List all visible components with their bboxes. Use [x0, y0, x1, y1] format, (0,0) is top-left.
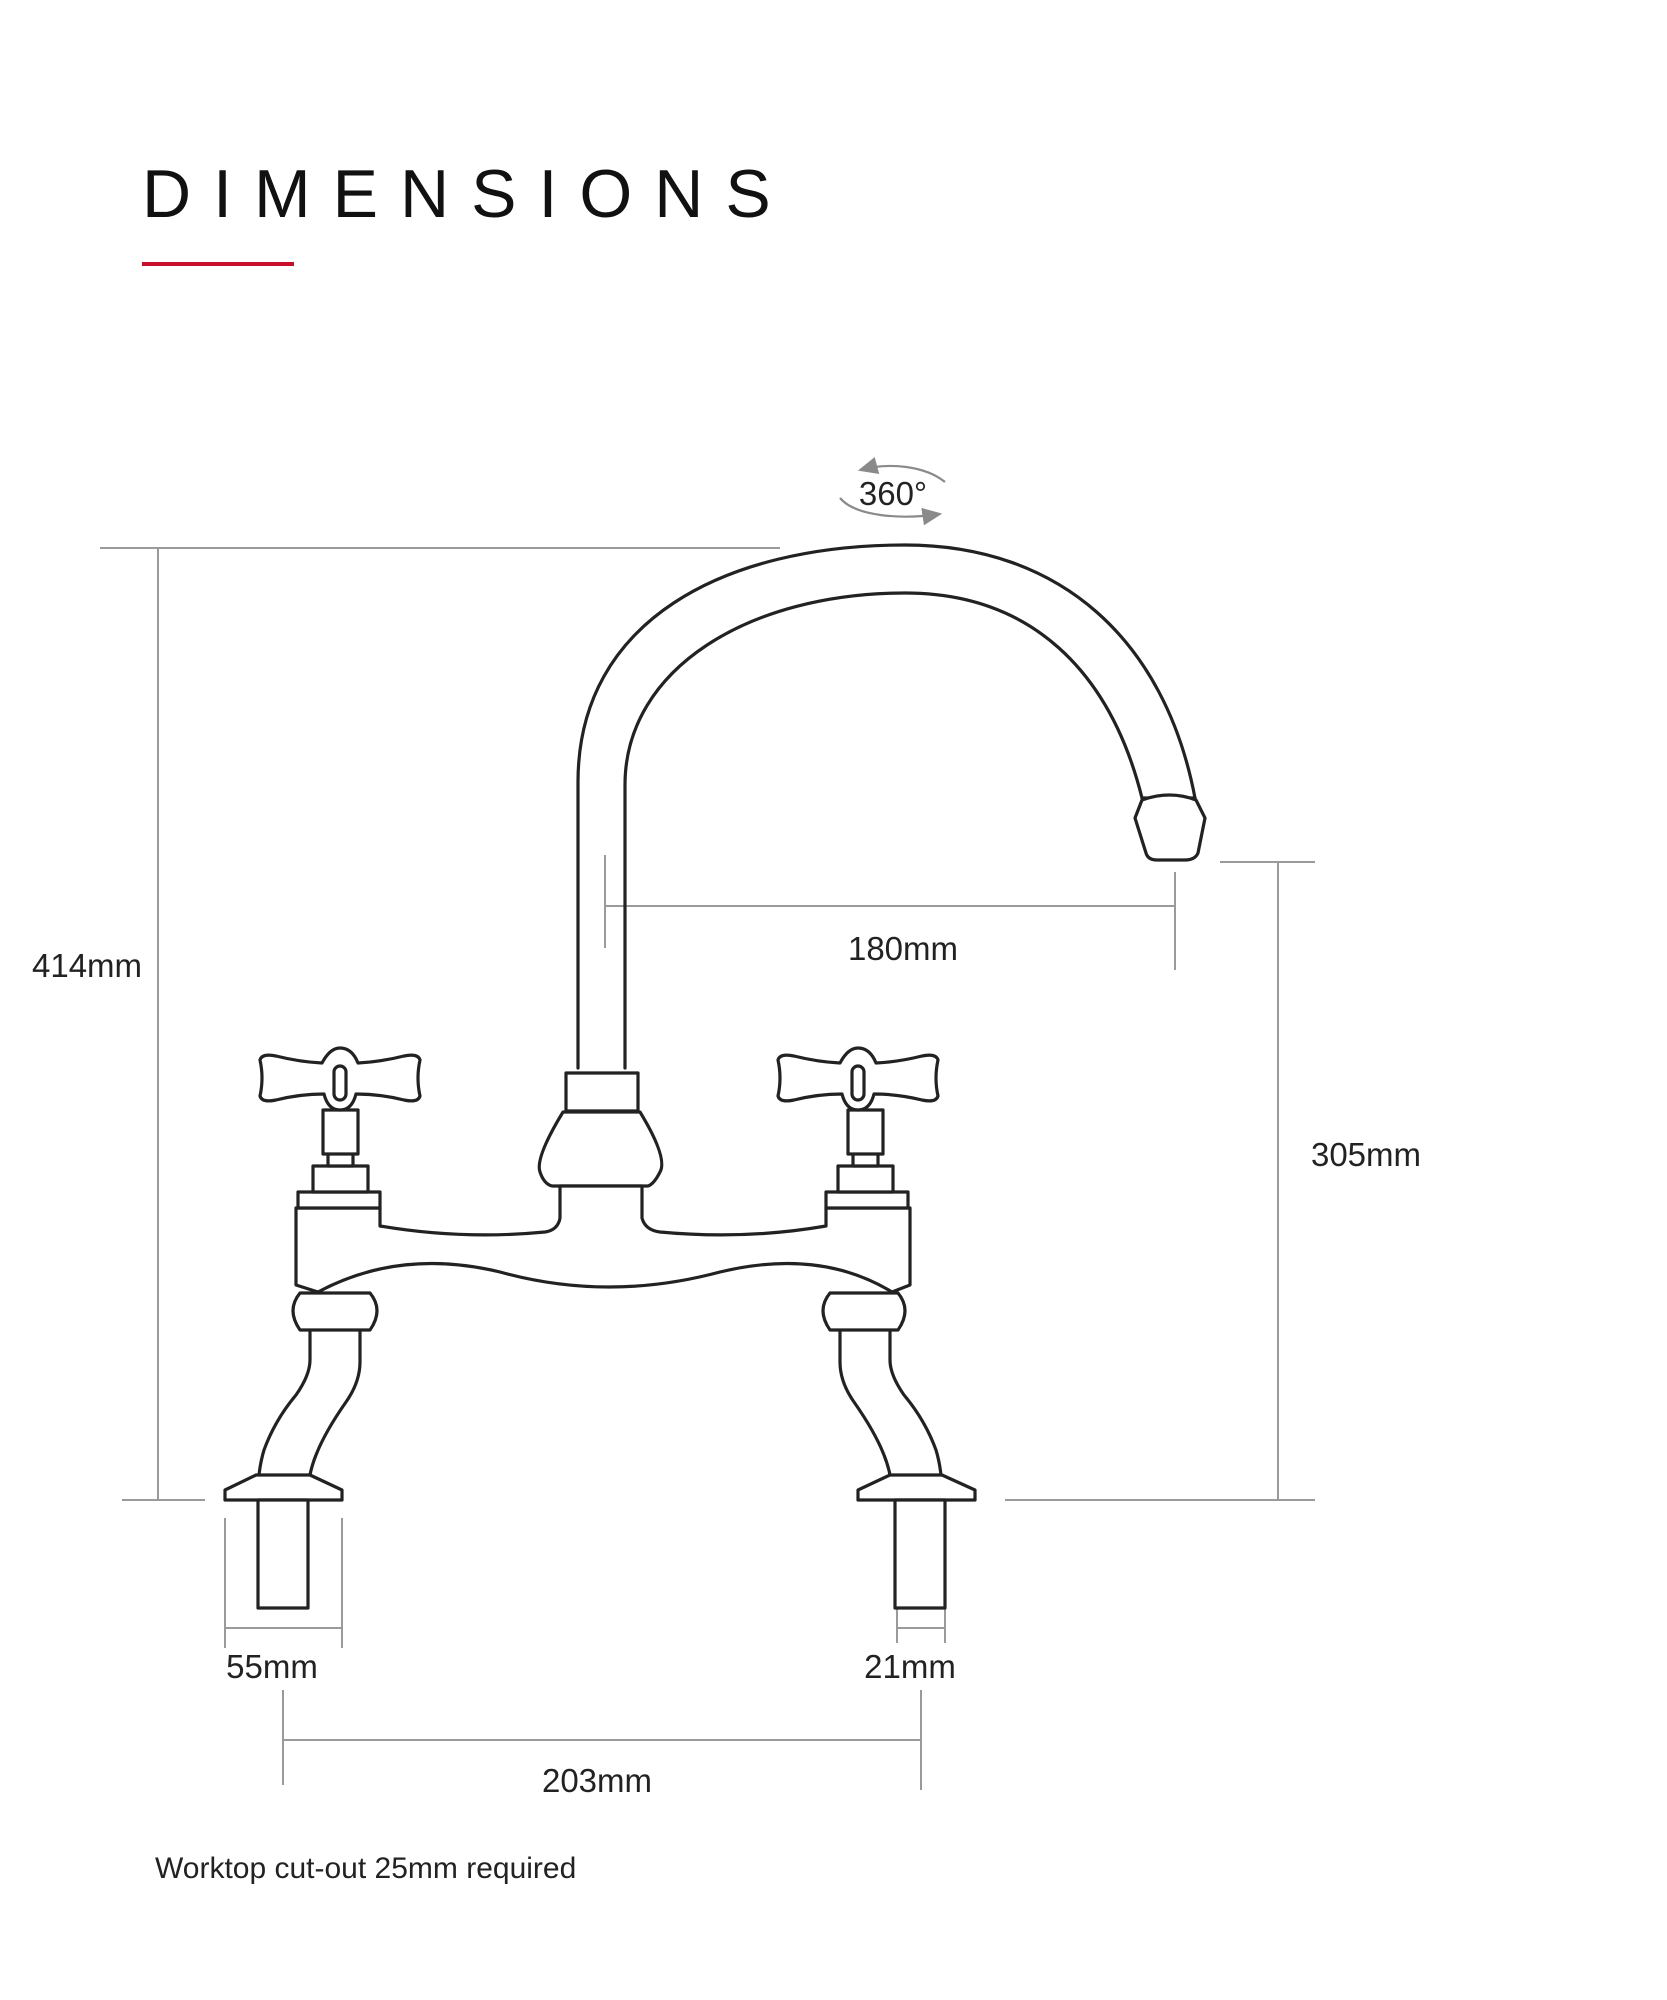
left-valve-collar	[296, 1190, 382, 1210]
tap-centres-label: 203mm	[542, 1762, 652, 1799]
overall-height-label: 414mm	[32, 947, 142, 984]
rotation-arrow-top	[857, 456, 946, 483]
page-title: DIMENSIONS	[142, 156, 793, 232]
left-leg	[256, 1330, 362, 1496]
left-flange	[223, 1473, 344, 1502]
right-handle-indicator	[850, 1064, 866, 1102]
left-handle-indicator	[332, 1064, 348, 1102]
bridge-tap-outline	[223, 543, 1207, 1610]
rotation-arrow-bottom	[839, 497, 943, 526]
shank-diameter-label: 21mm	[864, 1648, 956, 1685]
flange-width-label: 55mm	[226, 1648, 318, 1685]
right-union-nut	[821, 1291, 907, 1332]
right-leg	[838, 1330, 944, 1496]
left-shank	[256, 1498, 310, 1610]
spout-height-label: 305mm	[1311, 1136, 1421, 1173]
spout-inner	[623, 591, 1144, 1070]
right-flange	[856, 1473, 977, 1502]
left-union-nut	[291, 1291, 379, 1332]
spout-collar	[564, 1071, 640, 1113]
right-cross-handle	[776, 1046, 940, 1112]
right-valve-collar	[824, 1190, 910, 1210]
aerator-nozzle	[1133, 793, 1207, 862]
left-valve-spindle	[321, 1108, 360, 1156]
spout-outer	[576, 543, 1197, 1070]
left-cross-handle	[258, 1046, 422, 1112]
spout-reach-label: 180mm	[848, 930, 958, 967]
left-valve-nut	[311, 1164, 370, 1194]
dimension-lines	[100, 456, 1315, 1790]
right-valve-nut	[836, 1164, 895, 1194]
right-valve-spindle	[846, 1108, 885, 1156]
right-shank	[893, 1498, 947, 1610]
spout-base	[537, 1110, 664, 1188]
rotation-label: 360°	[859, 475, 927, 512]
title-accent-rule	[142, 262, 294, 266]
worktop-note: Worktop cut-out 25mm required	[155, 1852, 577, 1885]
bridge-body	[294, 1184, 912, 1294]
